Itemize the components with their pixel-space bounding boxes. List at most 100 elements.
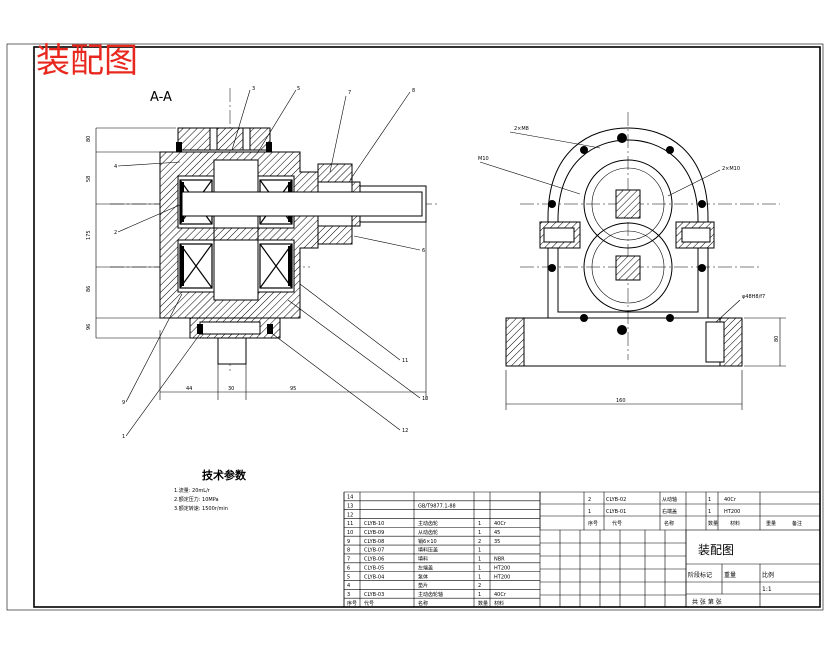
right-header-no: 序号 <box>588 520 598 527</box>
parts-row-no: 10 <box>347 530 353 536</box>
right-header-code: 代号 <box>612 520 622 527</box>
parts-row-code: CLYB-04 <box>364 574 384 580</box>
parts-row-no: 6 <box>347 565 350 571</box>
parts-row-material: NBR <box>494 557 505 563</box>
right-row-material: 40Cr <box>724 497 737 503</box>
parts-row-name: 左端盖 <box>418 564 433 571</box>
parts-row-name: 销6×10 <box>418 538 437 545</box>
parts-row-name: 主动齿轮 <box>418 520 438 527</box>
parts-row-no: 4 <box>347 583 350 589</box>
parts-row-qty: 1 <box>478 530 481 536</box>
parts-row-code: CLYB-05 <box>364 565 384 571</box>
balloon-12: 12 <box>402 428 408 434</box>
parts-row-code: CLYB-07 <box>364 548 384 554</box>
dim-left-3: 175 <box>86 230 92 240</box>
parts-row-code: CLYB-03 <box>364 592 384 598</box>
parts-row-no: 13 <box>347 503 353 509</box>
parts-row-name: 主动齿轮轴 <box>418 591 443 598</box>
parts-row-qty: 1 <box>478 565 481 571</box>
parts-row-no: 11 <box>347 521 353 527</box>
section-label: A-A <box>150 90 172 105</box>
tech-heading: 技术参数 <box>202 468 247 482</box>
tech-line-2: 2.额定压力: 10MPa <box>174 496 219 503</box>
parts-row-qty: 2 <box>478 539 481 545</box>
right-row-no: 1 <box>588 509 591 515</box>
parts-row-material: 40Cr <box>494 592 507 598</box>
parts-row-code: CLYB-06 <box>364 557 384 563</box>
parts-header-name: 名称 <box>418 600 428 607</box>
parts-row-qty: 1 <box>478 557 481 563</box>
right-row-no: 2 <box>588 497 591 503</box>
outer-border <box>6 43 824 611</box>
balloon-7: 7 <box>348 90 351 96</box>
right-header-remarks: 备注 <box>792 520 802 527</box>
parts-row-code: CLYB-10 <box>364 521 384 527</box>
parts-row-qty: 1 <box>478 548 481 554</box>
right-row-name: 右端盖 <box>662 508 677 515</box>
right-row-qty: 1 <box>708 497 711 503</box>
balloon-1: 1 <box>122 434 125 440</box>
parts-row-name: 垫片 <box>418 582 428 589</box>
right-header-qty: 数量 <box>708 520 718 527</box>
parts-row-qty: 1 <box>478 521 481 527</box>
scale-label: 比例 <box>762 571 774 579</box>
balloon-8: 8 <box>412 88 415 94</box>
parts-row-no: 8 <box>347 548 350 554</box>
parts-row-no: 5 <box>347 574 350 580</box>
parts-row-material: HT200 <box>494 565 510 571</box>
parts-row-material: HT200 <box>494 574 510 580</box>
parts-row-name: 泵体 <box>418 573 428 580</box>
balloon-4: 4 <box>114 164 117 170</box>
dim-right-2: 160 <box>616 398 626 404</box>
parts-header-no: 序号 <box>347 600 357 607</box>
parts-row-no: 12 <box>347 512 353 518</box>
dim-bottom-2: 30 <box>228 386 234 392</box>
right-header-name: 名称 <box>664 520 674 527</box>
right-header-weight: 重量 <box>766 520 776 527</box>
balloon-10: 10 <box>422 396 428 402</box>
balloon-11: 11 <box>402 358 408 364</box>
parts-header-qty: 数量 <box>478 600 488 607</box>
parts-row-code: CLYB-09 <box>364 530 384 536</box>
parts-row-name: 从动齿轮 <box>418 529 438 536</box>
dim-left-1: 80 <box>86 136 92 142</box>
tech-parameters: 技术参数 1.流量: 20mL/r 2.额定压力: 10MPa 3.额定转速: … <box>174 468 247 512</box>
end-view: 2×M8 M10 2×M10 φ48H8/f7 80 160 <box>478 112 786 410</box>
dim-left-2: 58 <box>86 176 92 182</box>
weight-label: 重量 <box>724 571 736 579</box>
right-row-code: CLYB-01 <box>606 509 626 515</box>
title-block: 装配图 阶段标记 重量 比例 1:1 共 张 第 张 <box>685 529 821 608</box>
parts-row-code: CLYB-08 <box>364 539 384 545</box>
parts-row-no: 14 <box>347 495 353 501</box>
right-row-code: CLYB-02 <box>606 497 626 503</box>
parts-header-code: 代号 <box>364 600 374 607</box>
balloon-5: 5 <box>297 86 300 92</box>
parts-row-qty: 1 <box>478 574 481 580</box>
parts-row-material: 45 <box>494 530 500 536</box>
drawing-name: 装配图 <box>698 543 734 557</box>
balloon-3: 3 <box>252 86 255 92</box>
parts-row-qty: 2 <box>478 583 481 589</box>
annotation-1: 2×M8 <box>514 126 529 132</box>
parts-row-qty: 1 <box>478 592 481 598</box>
parts-row-no: 9 <box>347 539 350 545</box>
parts-row-material: 40Cr <box>494 521 507 527</box>
parts-row-no: 3 <box>347 592 350 598</box>
sheet-title: 装配图 <box>36 41 138 81</box>
balloon-9: 9 <box>122 400 125 406</box>
tech-line-1: 1.流量: 20mL/r <box>174 487 211 494</box>
scale-value: 1:1 <box>762 586 772 593</box>
parts-row-name: 填料 <box>418 556 428 563</box>
dim-left-4: 86 <box>86 286 92 292</box>
dim-bottom-1: 44 <box>186 386 192 392</box>
stage-marks-label: 阶段标记 <box>688 571 712 579</box>
parts-row-name: 填料压盖 <box>418 547 438 554</box>
right-row-material: HT200 <box>724 509 740 515</box>
parts-row-material: 35 <box>494 539 500 545</box>
end-view-annotations: 2×M8 M10 2×M10 φ48H8/f7 80 160 <box>478 126 780 404</box>
sheet-info: 共 张 第 张 <box>692 598 722 606</box>
annotation-4: φ48H8/f7 <box>742 294 765 300</box>
dim-bottom-3: 95 <box>290 386 296 392</box>
